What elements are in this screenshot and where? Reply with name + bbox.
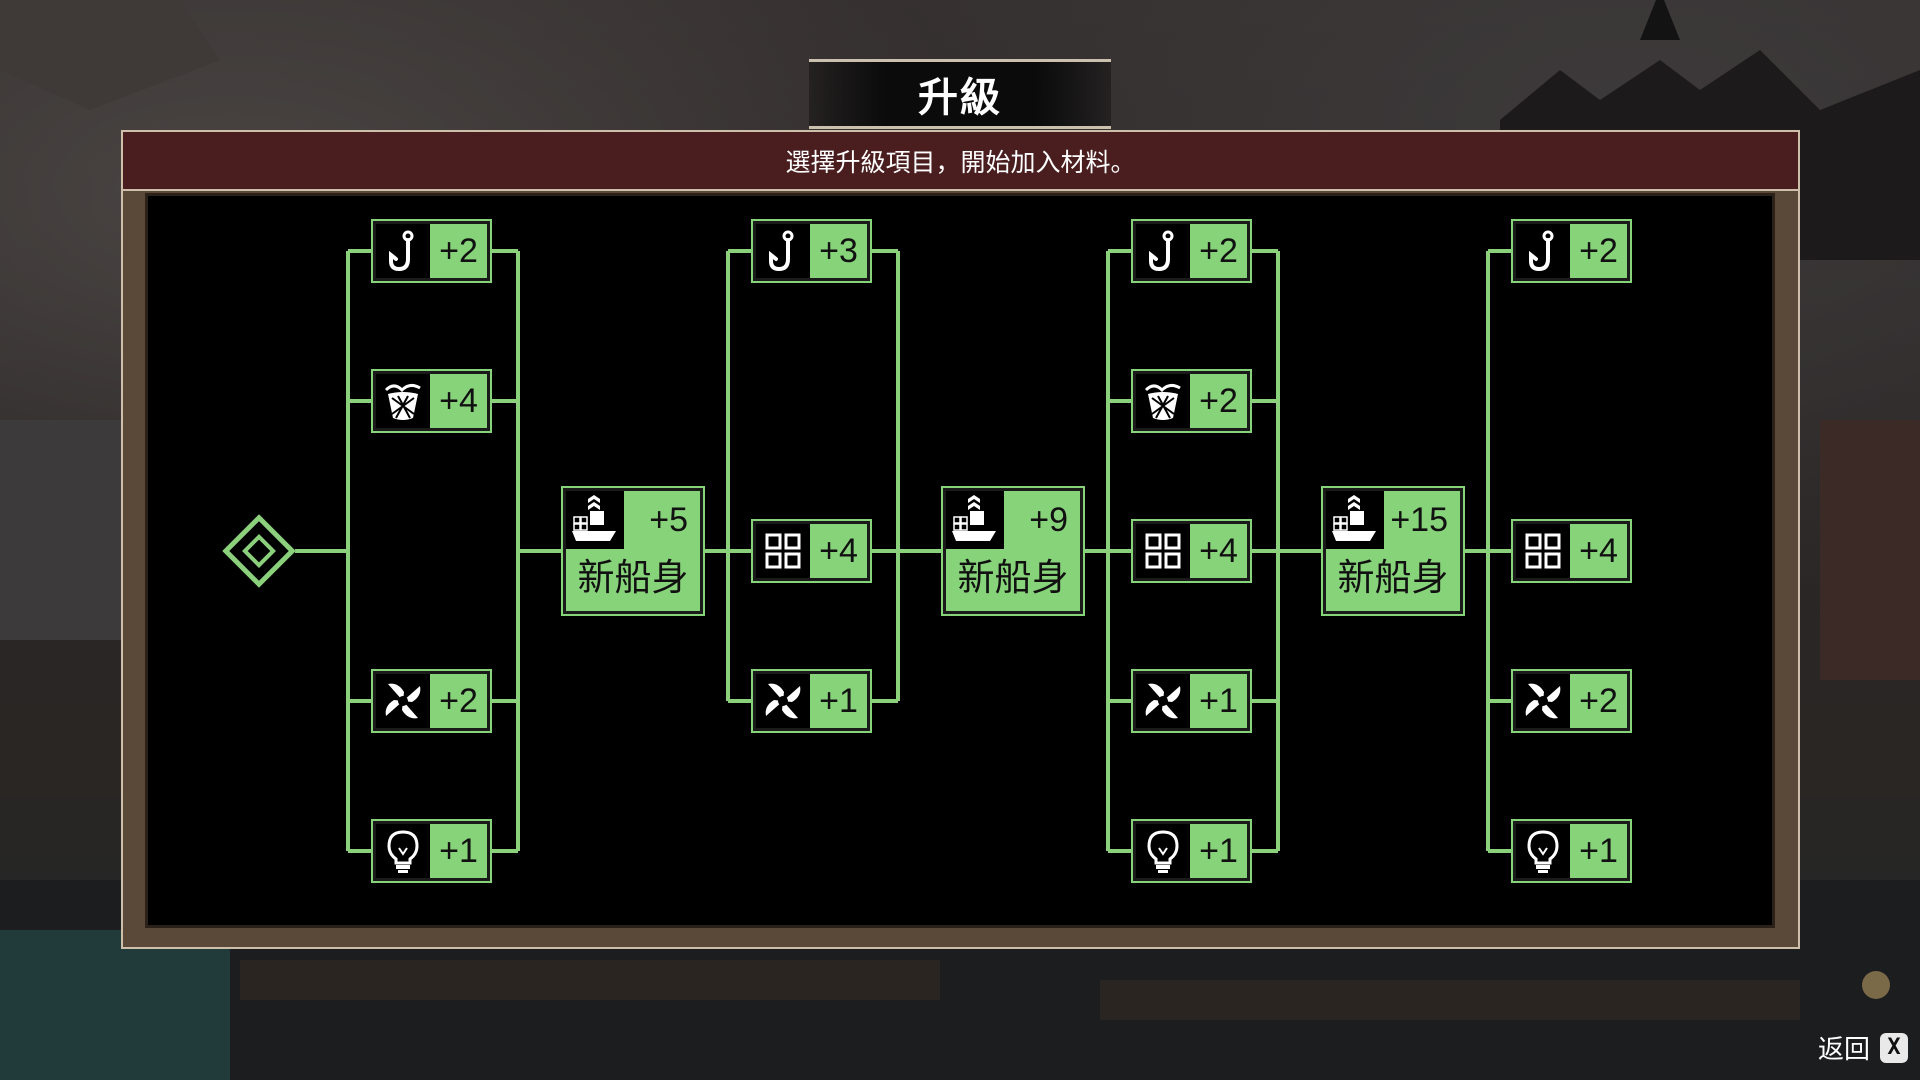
engine-fan-icon [1136,674,1190,728]
light-bulb-icon [1516,824,1570,878]
upgrade-tree-board: +2 +4 +2 +1 +5 新船身 +3 +4 +1 +9 新船身 +2 +2 +4 +1 +1 +15 新船身… [145,193,1775,928]
tree-connector-lines [295,249,1513,853]
upgrade-node-value: +2 [439,681,478,720]
upgrade-node-value: +3 [819,231,858,270]
upgrade-node-light-bulb[interactable]: +1 [1131,819,1252,883]
upgrade-node-fishing-hook[interactable]: +2 [371,219,492,283]
upgrade-node-value: +4 [1199,531,1238,570]
crab-pot-net-icon [1136,374,1190,428]
x-key-icon: X [1880,1032,1908,1063]
engine-fan-icon [376,674,430,728]
upgrade-node-value: +1 [1199,831,1238,870]
back-label: 返回 [1817,1035,1870,1065]
upgrade-node-fishing-hook[interactable]: +2 [1511,219,1632,283]
cargo-grid-icon [1136,524,1190,578]
upgrade-node-value: +2 [1579,231,1618,270]
upgrade-node-value: +1 [819,681,858,720]
page-title: 升級 [918,75,1002,121]
upgrade-node-cargo-grid[interactable]: +4 [1511,519,1632,583]
upgrade-node-engine-fan[interactable]: +2 [1511,669,1632,733]
upgrade-node-cargo-grid[interactable]: +4 [751,519,872,583]
upgrade-node-value: +4 [1579,531,1618,570]
fishing-hook-icon [1516,224,1570,278]
upgrade-node-crab-pot-net[interactable]: +2 [1131,369,1252,433]
upgrade-node-fishing-hook[interactable]: +3 [751,219,872,283]
hull-node-label: 新船身 [577,556,689,599]
crab-pot-net-icon [376,374,430,428]
hull-node-label: 新船身 [957,556,1069,599]
upgrade-node-light-bulb[interactable]: +1 [1511,819,1632,883]
new-hull-node[interactable]: +5 新船身 [561,486,705,616]
fishing-hook-icon [756,224,810,278]
upgrade-node-value: +1 [1579,831,1618,870]
light-bulb-icon [376,824,430,878]
new-hull-node[interactable]: +15 新船身 [1321,486,1465,616]
upgrade-node-value: +1 [1199,681,1238,720]
upgrade-node-value: +4 [439,381,478,420]
upgrade-node-cargo-grid[interactable]: +4 [1131,519,1252,583]
instruction-banner: 選擇升級項目，開始加入材料。 [123,132,1798,191]
upgrade-node-value: +2 [439,231,478,270]
hull-node-value: +15 [1390,501,1448,539]
upgrade-node-value: +2 [1199,231,1238,270]
cargo-grid-icon [1516,524,1570,578]
fishing-hook-icon [1136,224,1190,278]
upgrade-node-fishing-hook[interactable]: +2 [1131,219,1252,283]
upgrade-node-engine-fan[interactable]: +1 [751,669,872,733]
upgrade-node-engine-fan[interactable]: +2 [371,669,492,733]
hull-node-value: +5 [649,501,688,539]
light-bulb-icon [1136,824,1190,878]
new-hull-node[interactable]: +9 新船身 [941,486,1085,616]
cargo-grid-icon [756,524,810,578]
upgrade-node-engine-fan[interactable]: +1 [1131,669,1252,733]
fishing-hook-icon [376,224,430,278]
upgrade-node-crab-pot-net[interactable]: +4 [371,369,492,433]
engine-fan-icon [756,674,810,728]
ship-hull-icon [566,491,624,549]
hull-node-label: 新船身 [1337,556,1449,599]
upgrade-node-value: +2 [1579,681,1618,720]
ship-hull-icon [1326,491,1384,549]
upgrade-node-value: +1 [439,831,478,870]
upgrade-node-value: +2 [1199,381,1238,420]
back-prompt[interactable]: 返回 X [1818,1029,1908,1066]
hull-node-value: +9 [1029,501,1068,539]
engine-fan-icon [1516,674,1570,728]
title-banner: 升級 [809,59,1111,129]
upgrade-node-value: +4 [819,531,858,570]
ship-hull-icon [946,491,1004,549]
upgrade-node-light-bulb[interactable]: +1 [371,819,492,883]
